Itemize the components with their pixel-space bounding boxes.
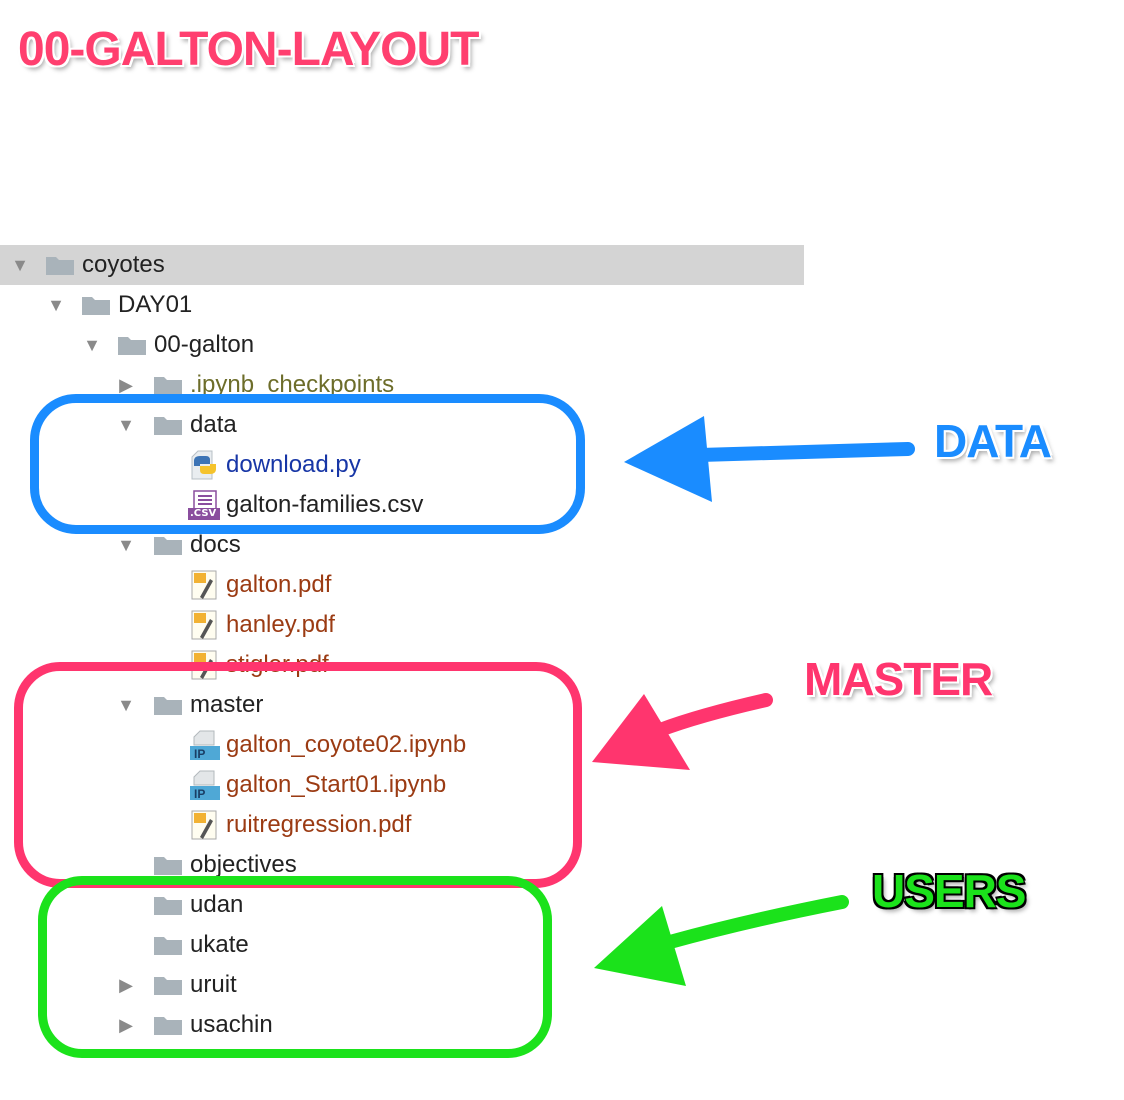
chevron-right-icon[interactable]: ▶ [119,374,133,395]
chevron-down-icon[interactable]: ▼ [117,414,135,435]
tree-label: galton-families.csv [226,491,424,518]
tree-label: objectives [190,851,297,878]
chevron-right-icon[interactable]: ▶ [119,1014,133,1035]
folder-icon [118,335,146,355]
tree-row-ukate[interactable]: ukate [0,925,804,965]
tree-row-data[interactable]: ▼ data [0,405,804,445]
data-highlight-box [30,394,585,534]
tree-row-day01[interactable]: ▼ DAY01 [0,285,804,325]
folder-icon [154,695,182,715]
tree-row-00-galton[interactable]: ▼ 00-galton [0,325,804,365]
folder-icon [154,415,182,435]
tree-row-coyotes[interactable]: ▼ coyotes [0,245,804,285]
chevron-down-icon[interactable]: ▼ [11,254,29,275]
tree-row-udan[interactable]: udan [0,885,804,925]
users-highlight-box [38,876,552,1058]
data-arrow [624,416,915,502]
tree-row-master[interactable]: ▼ master [0,685,804,725]
tree-label: 00-galton [154,331,255,358]
tree-label: .ipynb_checkpoints [190,371,395,398]
tree-row-galton-families-csv[interactable]: .CSV galton-families.csv [0,485,804,525]
tree-row-ruitregression-pdf[interactable]: ruitregression.pdf [0,805,804,845]
chevron-down-icon[interactable]: ▼ [47,294,65,315]
master-arrow [592,693,773,770]
chevron-right-icon[interactable]: ▶ [119,974,133,995]
tree-label: uruit [190,971,237,998]
pdf-file-icon [190,809,220,841]
tree-label: galton.pdf [226,571,332,598]
tree-label: udan [190,891,244,918]
tree-row-hanley-pdf[interactable]: hanley.pdf [0,605,804,645]
tree-label: ruitregression.pdf [226,811,412,838]
chevron-down-icon[interactable]: ▼ [117,694,135,715]
tree-label: galton_Start01.ipynb [226,771,447,798]
tree-row-galton-start01[interactable]: IP galton_Start01.ipynb [0,765,804,805]
tree-row-uruit[interactable]: ▶ uruit [0,965,804,1005]
chevron-down-icon[interactable]: ▼ [83,334,101,355]
tree-label: docs [190,531,241,558]
folder-icon [154,935,182,955]
tree-row-objectives[interactable]: objectives [0,845,804,885]
users-arrow [594,895,849,986]
tree-row-docs[interactable]: ▼ docs [0,525,804,565]
folder-icon [154,975,182,995]
folder-icon [154,1015,182,1035]
tree-label: ukate [190,931,249,958]
tree-row-ipynb-checkpoints[interactable]: ▶ .ipynb_checkpoints [0,365,804,405]
tree-label: hanley.pdf [226,611,335,638]
folder-icon [82,295,110,315]
folder-icon [154,855,182,875]
tree-label: coyotes [82,251,165,278]
tree-label: DAY01 [118,291,193,318]
tree-row-galton-coyote02[interactable]: IP galton_coyote02.ipynb [0,725,804,765]
python-file-icon [190,449,220,481]
project-tree: ▼ coyotes ▼ DAY01 ▼ 00-galton ▶ .ipynb_c… [0,245,804,1045]
folder-icon [154,535,182,555]
ipynb-icon-text: IP [194,747,206,761]
tree-label: galton_coyote02.ipynb [226,731,467,758]
tree-label: download.py [226,451,361,478]
folder-icon [46,255,74,275]
csv-icon-text: .CSV [190,508,217,519]
tree-row-galton-pdf[interactable]: galton.pdf [0,565,804,605]
chevron-down-icon[interactable]: ▼ [117,534,135,555]
pdf-file-icon [190,569,220,601]
tree-label: master [190,691,264,718]
master-callout: MASTER [804,653,993,705]
users-callout: USERS [872,865,1026,917]
ipynb-file-icon [190,729,220,761]
csv-file-icon [188,489,220,521]
tree-label: usachin [190,1011,273,1038]
pdf-file-icon [190,609,220,641]
folder-icon [154,895,182,915]
tree-label: data [190,411,237,438]
tree-row-usachin[interactable]: ▶ usachin [0,1005,804,1045]
data-callout: DATA [934,415,1052,467]
tree-row-download-py[interactable]: download.py [0,445,804,485]
ipynb-file-icon [190,769,220,801]
folder-icon [154,375,182,395]
ipynb-icon-text: IP [194,787,206,801]
page-title: 00-GALTON-LAYOUT [18,23,479,76]
